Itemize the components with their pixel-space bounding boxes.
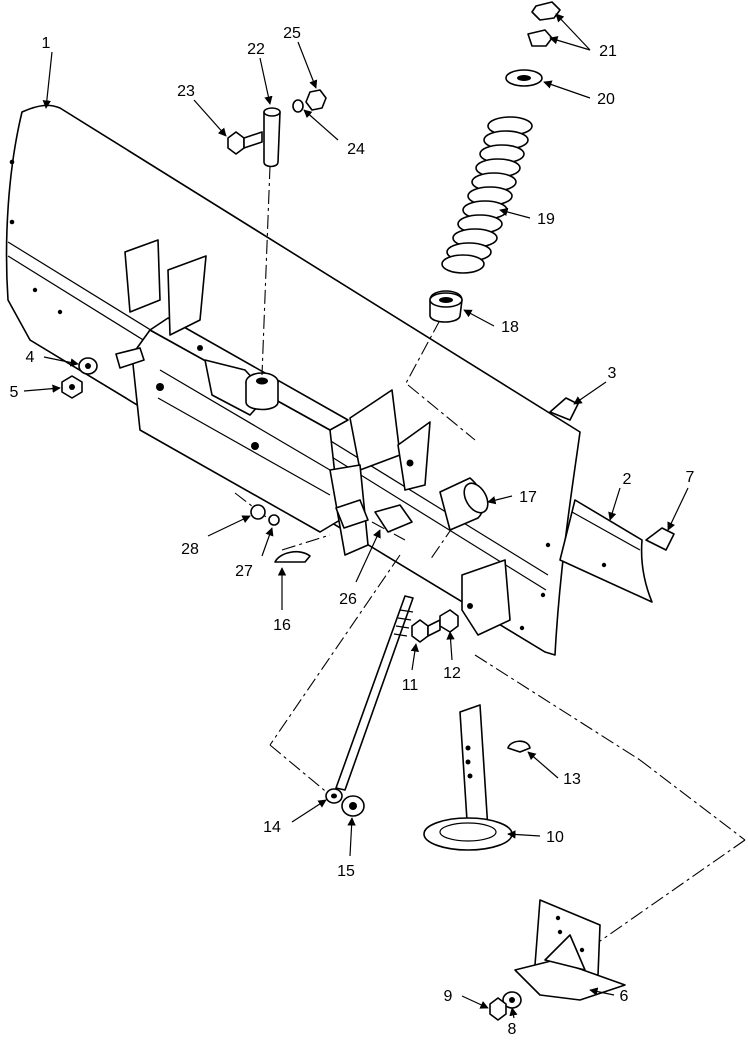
callout-13: 13 xyxy=(563,771,581,788)
center-hardware xyxy=(250,499,413,563)
callout-8: 8 xyxy=(508,1021,517,1038)
callout-2: 2 xyxy=(623,471,632,488)
skid-shoe xyxy=(489,899,626,1021)
stand-bracket xyxy=(411,559,511,643)
callout-15: 15 xyxy=(337,863,355,880)
callout-24: 24 xyxy=(347,141,365,158)
callout-22: 22 xyxy=(247,41,265,58)
callout-9: 9 xyxy=(444,988,453,1005)
cutting-edge xyxy=(559,499,653,603)
adjusting-rod xyxy=(325,595,414,817)
left-pivot-hardware xyxy=(61,347,145,399)
callout-27: 27 xyxy=(235,563,253,580)
pivot-pin xyxy=(439,477,489,531)
callout-1: 1 xyxy=(42,35,51,52)
callout-14: 14 xyxy=(263,819,281,836)
spring-assembly xyxy=(429,1,561,323)
callout-4: 4 xyxy=(26,349,35,366)
callout-5: 5 xyxy=(10,384,19,401)
spring-coils xyxy=(441,116,533,274)
callout-11: 11 xyxy=(402,677,419,694)
pivot-frame xyxy=(124,239,431,556)
callout-3: 3 xyxy=(608,365,617,382)
callout-26: 26 xyxy=(339,591,357,608)
callout-7: 7 xyxy=(686,469,695,486)
callout-6: 6 xyxy=(620,988,629,1005)
callout-16: 16 xyxy=(273,617,291,634)
callout-18: 18 xyxy=(501,319,519,336)
callout-leaders xyxy=(23,13,689,1019)
callout-20: 20 xyxy=(597,91,615,108)
callout-25: 25 xyxy=(283,25,301,42)
callout-19: 19 xyxy=(537,211,555,228)
pin-socket xyxy=(245,372,279,411)
callout-10: 10 xyxy=(546,829,564,846)
parking-stand xyxy=(423,704,531,851)
callout-labels: 1 2 3 4 5 6 7 8 9 10 11 12 13 14 15 16 1… xyxy=(10,25,695,1038)
upper-pin-hardware xyxy=(227,89,327,168)
callout-17: 17 xyxy=(519,489,537,506)
callout-28: 28 xyxy=(181,541,199,558)
callout-21: 21 xyxy=(599,43,617,60)
centerlines xyxy=(234,139,746,956)
callout-12: 12 xyxy=(443,665,461,682)
callout-23: 23 xyxy=(177,83,195,100)
